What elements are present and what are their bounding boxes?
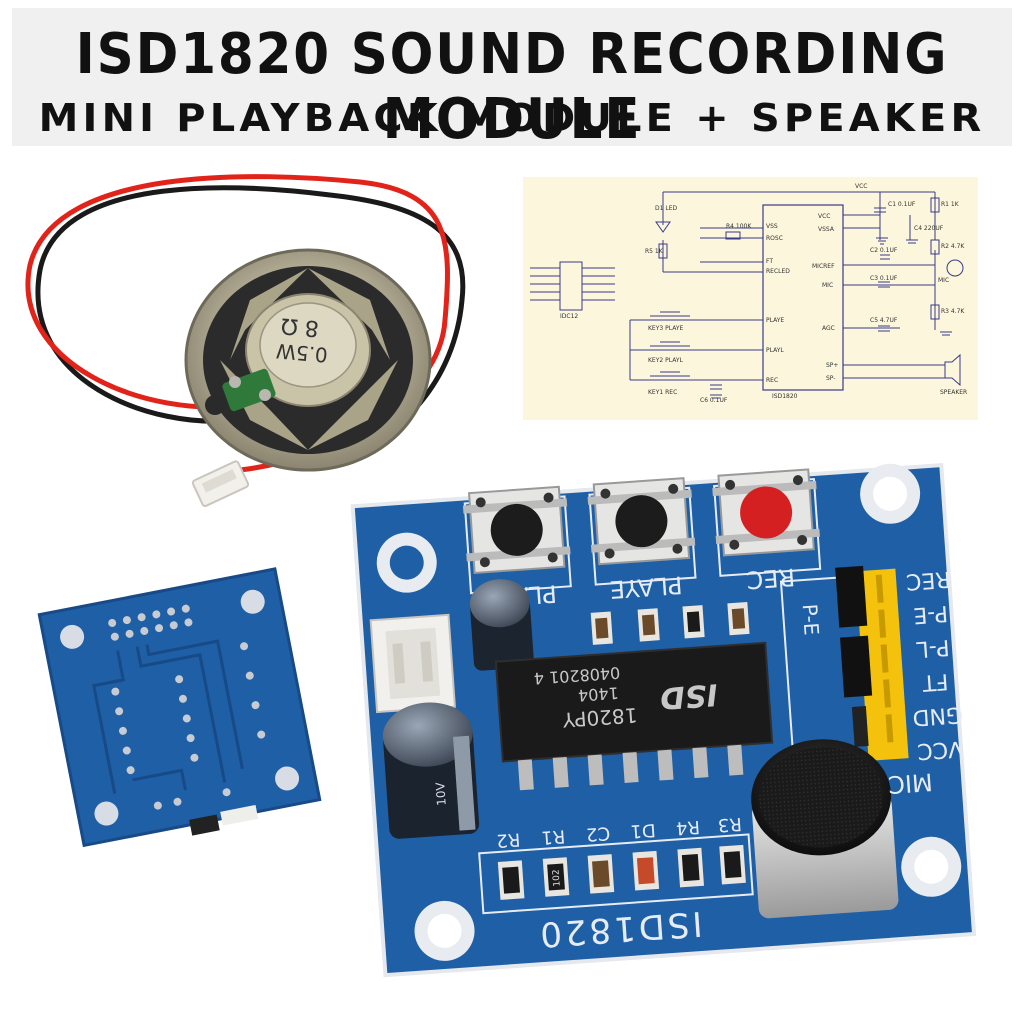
- schematic-component: C3 0.1UF: [870, 275, 898, 282]
- schematic-component: R3 4.7K: [941, 308, 965, 315]
- header-label-vcc: VCC: [916, 735, 963, 763]
- header-label-gnd: GND: [912, 701, 964, 729]
- chip-model: 1820PY: [561, 703, 638, 732]
- schematic-component: R5 1K: [645, 248, 664, 255]
- header-label-pl: P-L: [915, 634, 950, 661]
- jst-connector: [191, 460, 250, 507]
- speaker-rating-watt: 0.5W: [275, 339, 329, 367]
- schematic-component: KEY3 PLAYE: [648, 325, 684, 332]
- title-banner: ISD1820 SOUND RECORDING MODULE MINI PLAY…: [12, 8, 1012, 152]
- chip-brand: ISD: [659, 676, 719, 715]
- schematic-vcc: VCC: [855, 183, 867, 190]
- schematic-component: C2 0.1UF: [870, 247, 898, 254]
- schematic-component: C1 0.1UF: [888, 201, 916, 208]
- label-r3: R3: [717, 813, 742, 836]
- jumper-label: P-E: [798, 603, 824, 636]
- capacitor-large: 10V: [382, 702, 480, 839]
- schematic-component: D1 LED: [655, 205, 677, 212]
- schematic-component: KEY2 PLAYL: [648, 357, 684, 364]
- schematic-chip-name: ISD1820: [772, 393, 798, 400]
- mic-label: MIC: [887, 768, 933, 799]
- button-label-playe: PLAYE: [609, 571, 684, 604]
- schematic-pin: RECLED: [766, 268, 790, 275]
- wire-black: [35, 185, 466, 458]
- product-subtitle: MINI PLAYBACK MODULE + SPEAKER: [38, 96, 986, 140]
- isd1820-chip: ISD 1820PY 1404 0408201 4: [494, 641, 774, 791]
- button-rec[interactable]: [711, 468, 820, 557]
- schematic-pin: VSS: [766, 223, 778, 230]
- button-label-rec: REC: [745, 563, 795, 594]
- schematic-pin: REC: [766, 377, 778, 384]
- schematic-pin: MICREF: [812, 263, 835, 270]
- schematic-component: IDC12: [560, 313, 578, 320]
- capacitor-voltage: 10V: [433, 781, 449, 806]
- schematic-component: SPEAKER: [940, 389, 967, 396]
- label-r1: R1: [541, 825, 566, 848]
- button-playl[interactable]: [462, 485, 571, 575]
- pcb-front: PLAYL PLAYE REC 10V: [350, 462, 977, 978]
- smd-bottom-row: 102: [497, 844, 746, 900]
- schematic-pin: VCC: [818, 213, 830, 220]
- schematic-pin: FT: [766, 258, 773, 265]
- label-c2: C2: [585, 822, 610, 845]
- schematic-component: R1 1K: [941, 201, 960, 208]
- capacitor-small: [469, 579, 534, 671]
- header-label-rec: REC: [905, 566, 951, 594]
- microphone: [751, 739, 899, 919]
- schematic-diagram: VCC ISD1820 VSS ROSC FT RECLED PLAYE PLA…: [523, 177, 978, 420]
- button-playe[interactable]: [587, 477, 696, 566]
- schematic-pin: VSSA: [818, 226, 835, 233]
- label-r4: R4: [675, 816, 700, 839]
- schematic-pin: MIC: [822, 282, 833, 289]
- schematic-component: C6 0.1UF: [700, 397, 728, 404]
- schematic-component: C4 220UF: [914, 225, 944, 232]
- chip-date: 1404: [577, 683, 619, 705]
- schematic-pin: PLAYL: [766, 347, 784, 354]
- pin-header: [835, 565, 909, 761]
- schematic-component: R4 100K: [726, 223, 752, 230]
- product-title: ISD1820 SOUND RECORDING MODULE: [75, 22, 949, 152]
- schematic-component: R2 4.7K: [941, 243, 965, 250]
- label-d1: D1: [630, 819, 657, 842]
- schematic-pin: SP-: [826, 375, 835, 382]
- schematic-component: MIC: [938, 277, 949, 284]
- header-label-pe: P-E: [912, 600, 948, 627]
- smd-top-row: [590, 601, 750, 645]
- pcb-back: [37, 567, 322, 848]
- label-r2: R2: [496, 828, 521, 851]
- speaker-rating-ohm: 8 Ω: [280, 312, 320, 340]
- schematic-component: C5 4.7UF: [870, 317, 898, 324]
- speaker-connector: [369, 613, 456, 714]
- schematic-pin: ROSC: [766, 235, 783, 242]
- schematic-pin: PLAYE: [766, 317, 784, 324]
- header-label-ft: FT: [921, 668, 949, 695]
- schematic-component: KEY1 REC: [648, 389, 677, 396]
- speaker: 8 Ω 0.5W: [25, 174, 466, 507]
- schematic-pin: SP+: [826, 362, 838, 369]
- resistor-code: 102: [552, 869, 563, 887]
- schematic-pin: AGC: [822, 325, 835, 332]
